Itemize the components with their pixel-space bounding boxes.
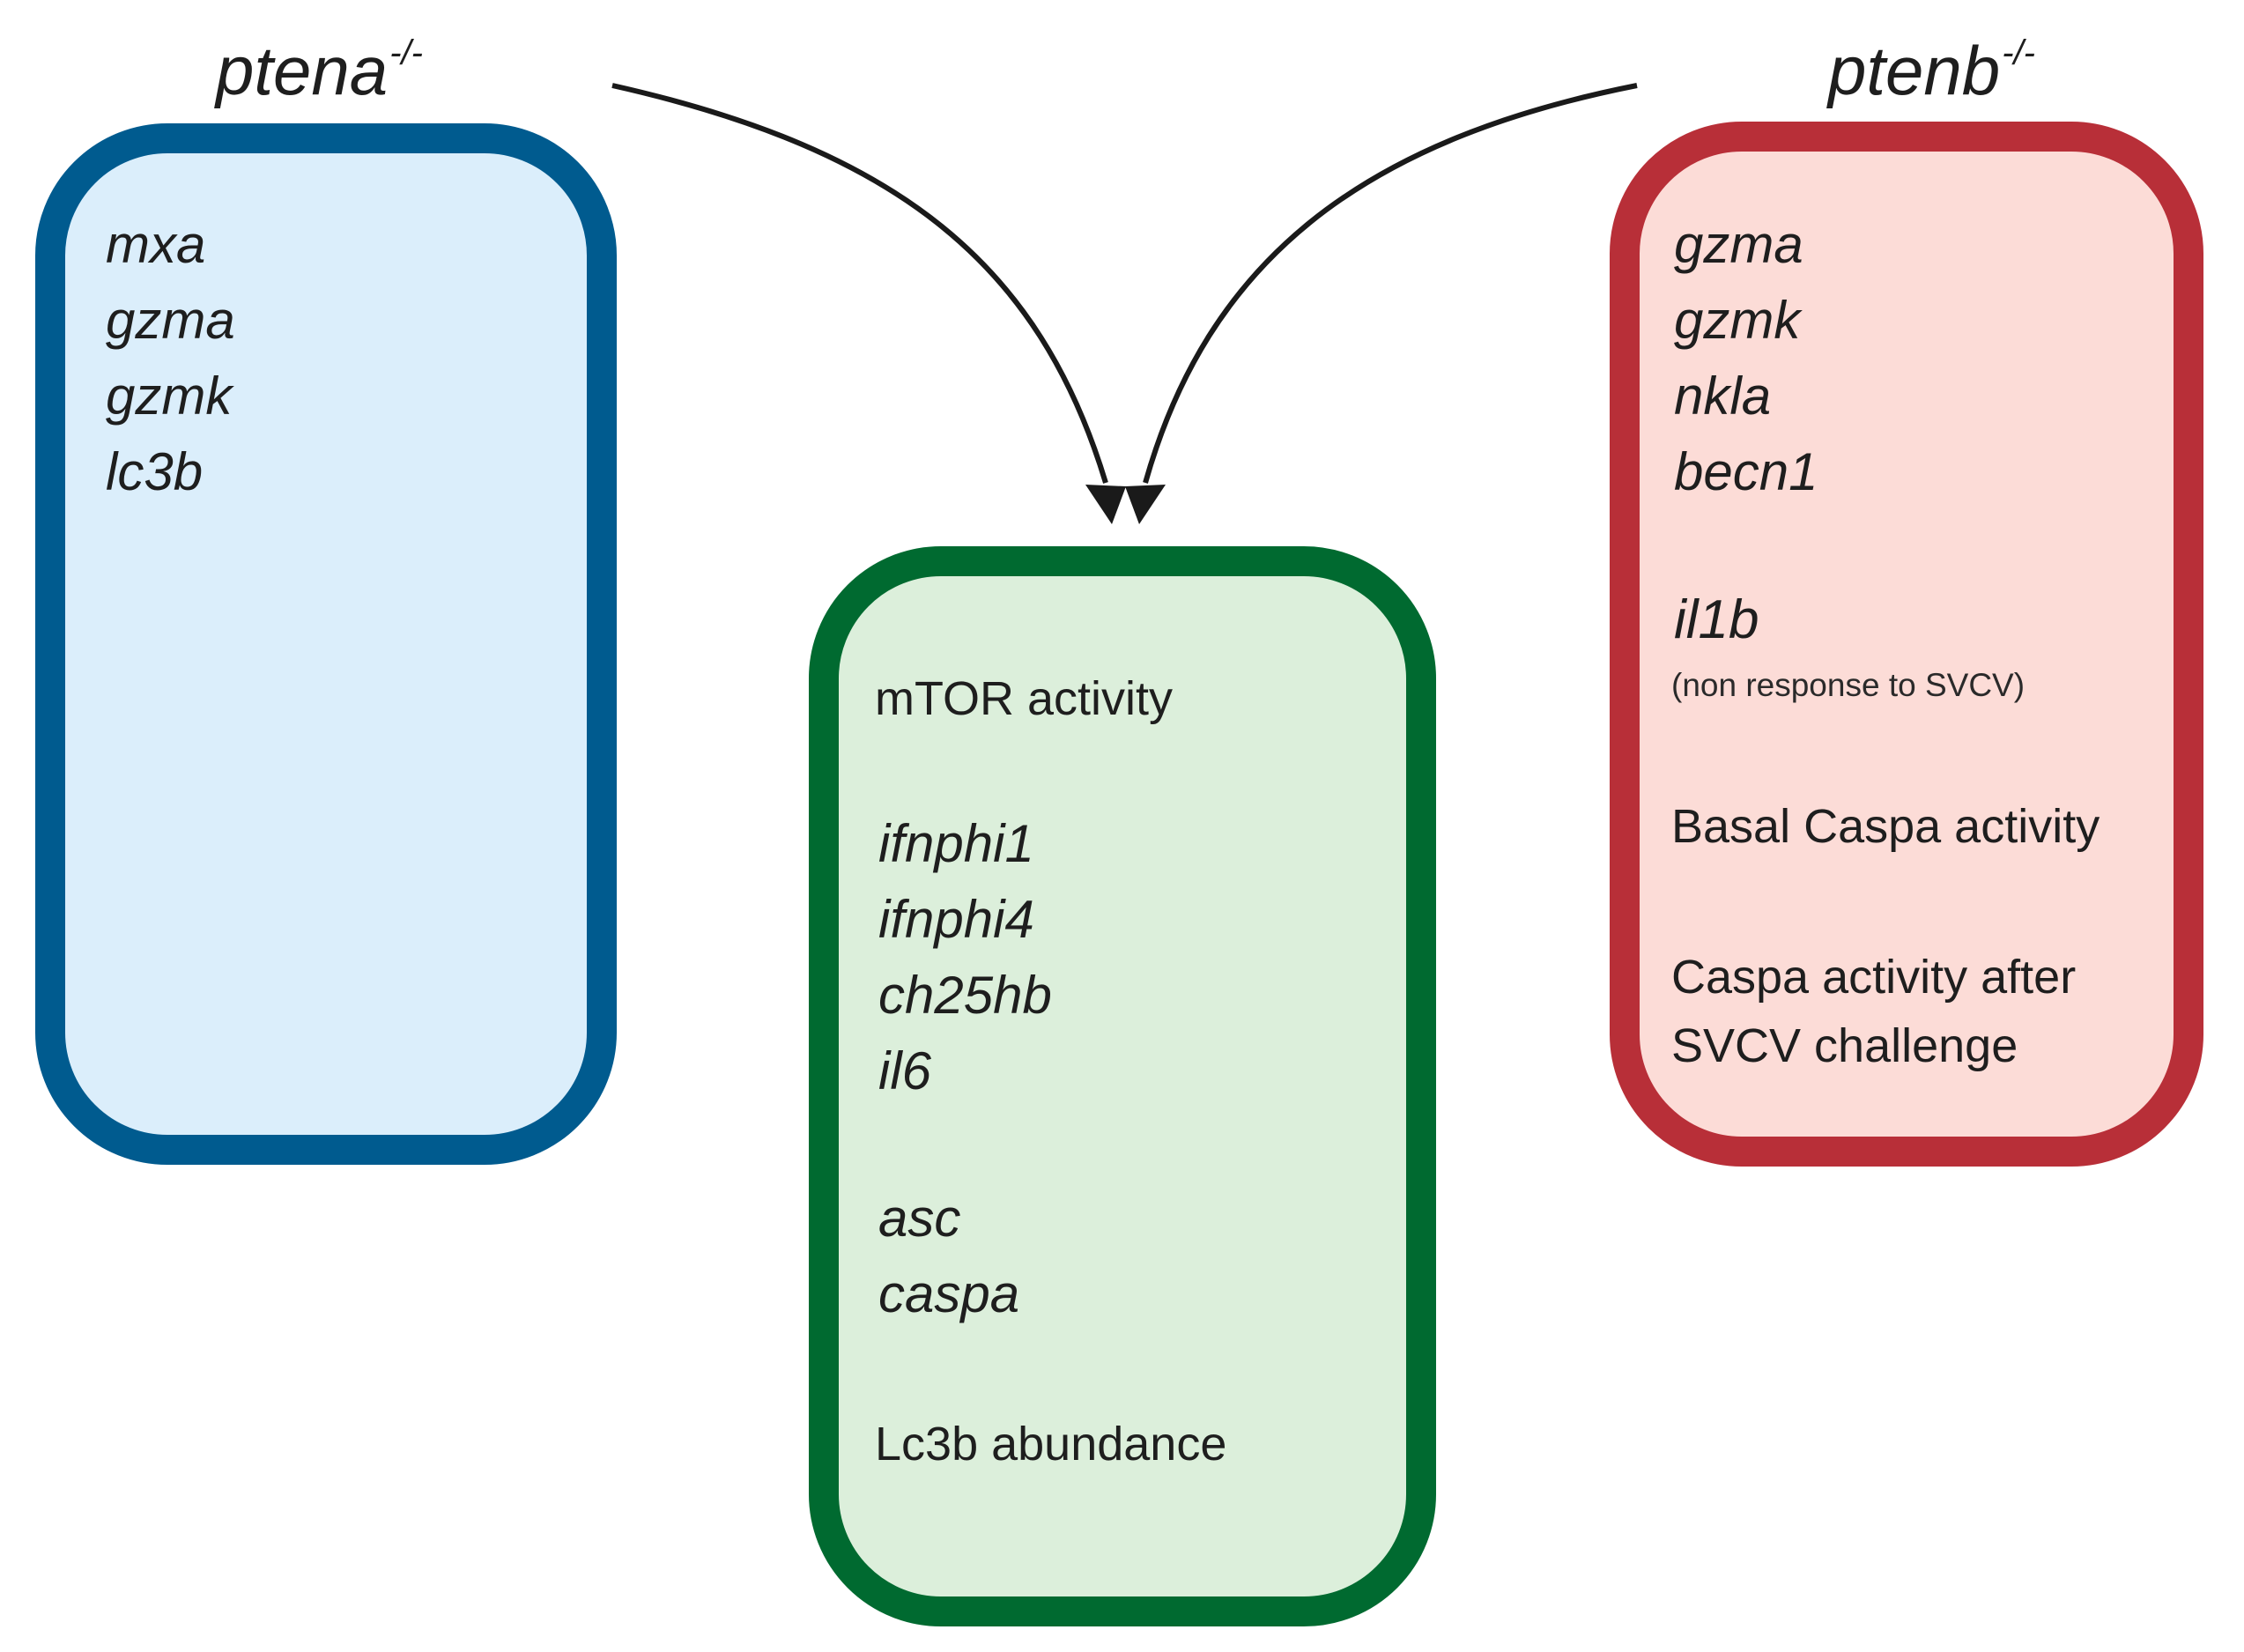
shared-effects-panel [809, 546, 1436, 1626]
basal-caspa-label: Basal Caspa activity [1671, 800, 2100, 853]
ptena-gene-list: mxa gzma gzmk lc3b [106, 207, 235, 510]
gene-item: gzmk [1674, 291, 1801, 350]
ptena-panel [35, 123, 617, 1165]
connector-arrowhead-right [1125, 485, 1166, 524]
lc3b-abundance-label: Lc3b abundance [875, 1418, 1227, 1471]
center-gene-list-up: asc caspa [878, 1181, 1019, 1332]
connector-arrow-right [1143, 83, 1638, 484]
gene-item: mxa [106, 215, 206, 274]
gene-item: nkla [1674, 367, 1772, 426]
il1b-note: (non response to SVCV) [1671, 667, 2026, 703]
gene-item: ifnphi1 [878, 814, 1034, 873]
connector-arrowhead-left [1085, 485, 1126, 524]
gene-item: gzma [106, 291, 235, 350]
ptenb-gene-list: gzma gzmk nkla becn1 [1674, 207, 1818, 510]
gene-item: ifnphi4 [878, 890, 1034, 949]
mtor-activity-label: mTOR activity [875, 672, 1174, 725]
caspa-after-line1: Caspa activity after [1671, 951, 2077, 1004]
ptenb-title-gene: ptenb [1828, 32, 2001, 109]
ptenb-title-superscript: -/- [2002, 33, 2035, 72]
ptenb-panel [1610, 122, 2203, 1167]
gene-item: il6 [878, 1041, 932, 1100]
gene-item: caspa [878, 1264, 1020, 1323]
ptenb-title: ptenb-/- [1828, 35, 2035, 105]
gene-item: becn1 [1674, 442, 1818, 501]
caspa-after-line2: SVCV challenge [1671, 1019, 2018, 1072]
ptena-title-superscript: -/- [389, 33, 423, 72]
ptena-title-gene: ptena [216, 32, 389, 109]
gene-item: ch25hb [878, 966, 1052, 1025]
gene-item: asc [878, 1189, 961, 1248]
center-gene-list-down: ifnphi1 ifnphi4 ch25hb il6 [878, 806, 1052, 1109]
il1b-label: il1b [1674, 589, 1759, 650]
gene-item: gzmk [106, 367, 233, 426]
connector-arrow-left [611, 83, 1108, 484]
gene-item: lc3b [106, 442, 204, 501]
ptena-title: ptena-/- [216, 35, 423, 105]
gene-item: gzma [1674, 215, 1803, 274]
